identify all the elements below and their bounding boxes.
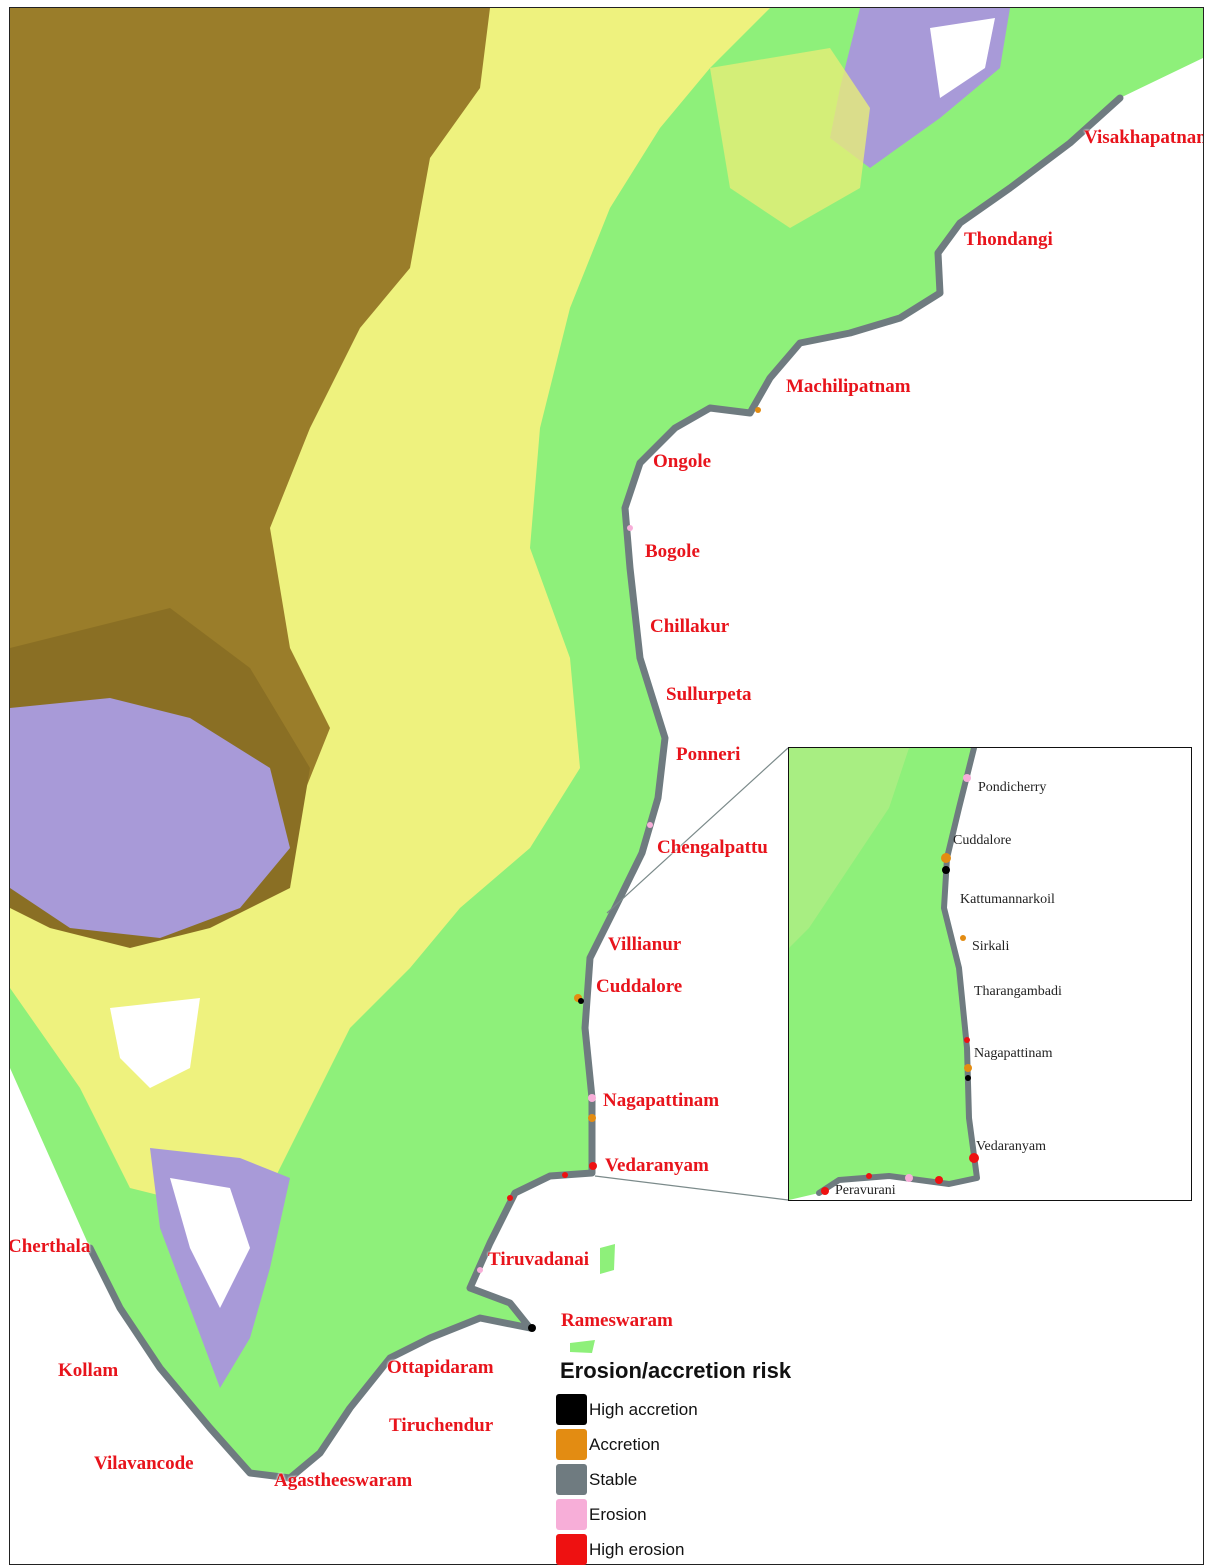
land-peak-south: [170, 1178, 250, 1308]
inset-label-kattumannarkoil: Kattumannarkoil: [960, 892, 1055, 907]
legend-swatch-high-erosion: [556, 1534, 587, 1565]
inset-land-shade: [789, 748, 909, 948]
label-nagapattinam: Nagapattinam: [603, 1090, 720, 1111]
inset-label-cuddalore: Cuddalore: [953, 833, 1012, 848]
coast-high-erosion-marker: [589, 1162, 597, 1170]
inset-high-erosion-marker: [935, 1176, 943, 1184]
land-midland-ne: [710, 48, 870, 228]
legend-label: Erosion: [589, 1504, 647, 1524]
label-chengalpattu: Chengalpattu: [657, 837, 768, 858]
legend-label: Accretion: [589, 1434, 660, 1454]
inset-coastline: [816, 748, 980, 1196]
inset-accretion-marker: [941, 853, 951, 863]
land-peak-west: [110, 998, 200, 1088]
label-tiruvadanai: Tiruvadanai: [488, 1249, 590, 1270]
label-vilavancode: Vilavancode: [94, 1453, 194, 1474]
label-rameswaram: Rameswaram: [561, 1310, 673, 1331]
label-visakhapatnam: Visakhapatnam: [1084, 127, 1204, 148]
inset-high-accretion-marker: [942, 866, 950, 874]
legend-item-erosion: Erosion: [556, 1497, 856, 1532]
legend-label: High erosion: [589, 1539, 685, 1559]
legend-swatch-stable: [556, 1464, 587, 1495]
inset-label-sirkali: Sirkali: [972, 939, 1010, 954]
coast-accretion-marker: [588, 1114, 596, 1122]
label-agastheeswaram: Agastheeswaram: [274, 1470, 413, 1491]
inset-connector-bottom: [594, 1175, 789, 1201]
legend-item-stable: Stable: [556, 1462, 856, 1497]
label-vedaranyam: Vedaranyam: [605, 1155, 709, 1176]
inset-high-erosion-marker: [821, 1187, 829, 1195]
coast-high-accretion-marker: [578, 998, 584, 1004]
inset-label-nagapattinam: Nagapattinam: [974, 1046, 1053, 1061]
coast-high-erosion-marker: [507, 1195, 513, 1201]
inset-label-peravurani: Peravurani: [835, 1183, 896, 1198]
coast-high-accretion-marker: [528, 1324, 536, 1332]
label-chillakur: Chillakur: [650, 616, 730, 637]
legend-item-high-erosion: High erosion: [556, 1532, 856, 1567]
inset-high-accretion-marker: [965, 1075, 971, 1081]
coast-erosion-marker: [588, 1094, 596, 1102]
coast-erosion-marker: [627, 525, 633, 531]
inset-high-erosion-marker: [964, 1037, 970, 1043]
inset-label-vedaranyam: Vedaranyam: [976, 1139, 1046, 1154]
label-villianur: Villianur: [608, 934, 682, 955]
coast-erosion-marker: [477, 1267, 483, 1273]
label-cuddalore: Cuddalore: [596, 976, 683, 997]
inset-terrain: [789, 748, 1191, 1200]
inset-accretion-marker: [964, 1064, 972, 1072]
label-cherthala: Cherthala: [9, 1236, 91, 1257]
inset-erosion-marker: [905, 1174, 913, 1182]
legend-title: Erosion/accretion risk: [560, 1358, 792, 1383]
inset-high-erosion-marker: [969, 1153, 979, 1163]
coastline: [86, 94, 1124, 1482]
coast-erosion-marker: [647, 822, 653, 828]
coast-accretion-marker: [755, 407, 761, 413]
island: [600, 1244, 615, 1274]
land-highland: [10, 698, 290, 938]
inset-erosion-marker: [963, 774, 971, 782]
label-thondangi: Thondangi: [964, 229, 1053, 250]
legend-swatch-accretion: [556, 1429, 587, 1460]
inset-high-erosion-marker: [866, 1173, 872, 1179]
inset-connector-top: [606, 747, 789, 914]
legend-label: High accretion: [589, 1399, 698, 1419]
legend-label: Stable: [589, 1469, 638, 1489]
island: [570, 1340, 595, 1353]
label-kollam: Kollam: [58, 1360, 119, 1381]
inset-label-tharangambadi: Tharangambadi: [974, 984, 1062, 999]
inset-label-pondicherry: Pondicherry: [978, 780, 1047, 795]
label-ongole: Ongole: [653, 451, 712, 472]
inset-map: Pondicherry Cuddalore Kattumannarkoil Si…: [788, 747, 1192, 1201]
label-ottapidaram: Ottapidaram: [387, 1357, 494, 1378]
legend: Erosion/accretion risk High accretion Ac…: [556, 1358, 856, 1567]
elevation-map: [10, 8, 1203, 1482]
land-peak-ne: [930, 18, 995, 98]
legend-item-high-accretion: High accretion: [556, 1392, 856, 1427]
legend-swatch-high-accretion: [556, 1394, 587, 1425]
coast-high-erosion-marker: [562, 1172, 568, 1178]
label-sullurpeta: Sullurpeta: [666, 684, 752, 705]
label-ponneri: Ponneri: [676, 744, 741, 765]
inset-accretion-marker: [960, 935, 966, 941]
legend-swatch-erosion: [556, 1499, 587, 1530]
legend-item-accretion: Accretion: [556, 1427, 856, 1462]
label-bogole: Bogole: [645, 541, 700, 562]
label-machilipatnam: Machilipatnam: [786, 376, 911, 397]
label-tiruchendur: Tiruchendur: [389, 1415, 494, 1436]
